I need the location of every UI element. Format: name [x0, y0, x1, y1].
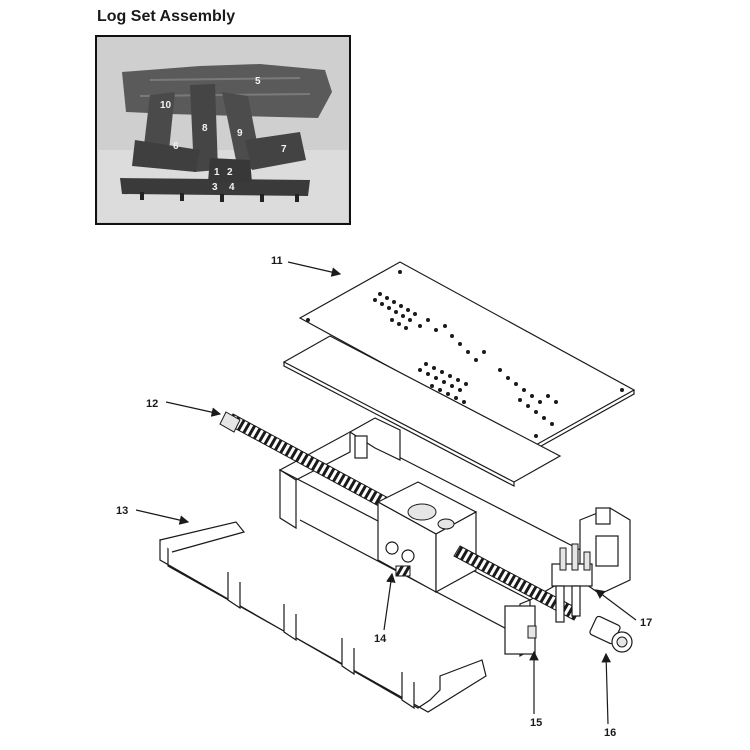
- part-11-top-plate: [298, 261, 636, 452]
- callout-11: 11: [271, 255, 283, 267]
- part-13-log-grate: [159, 521, 487, 713]
- photo-label-10: 10: [160, 100, 172, 111]
- callout-15: 15: [530, 717, 542, 729]
- leader-12: [165, 401, 222, 417]
- callout-16: 16: [604, 727, 616, 739]
- callout-13: 13: [116, 505, 128, 517]
- callouts: 11 12 13 14 15 16 17: [116, 255, 652, 739]
- photo-label-3: 3: [212, 182, 218, 193]
- photo-label-5: 5: [255, 76, 261, 87]
- leader-11: [287, 261, 342, 277]
- page-title: Log Set Assembly: [97, 8, 236, 25]
- gas-valve: [376, 481, 478, 594]
- log-set-photo: [95, 35, 351, 225]
- photo-label-7: 7: [281, 144, 287, 155]
- leader-13: [135, 509, 190, 525]
- ember-plate: [282, 335, 562, 487]
- photo-label-9: 9: [237, 128, 243, 139]
- callout-17: 17: [640, 617, 652, 629]
- leader-14: [383, 572, 396, 631]
- photo-label-1: 1: [214, 167, 220, 178]
- callout-14: 14: [374, 633, 387, 645]
- callout-12: 12: [146, 398, 158, 410]
- part-17-pilot-assembly: [551, 543, 593, 623]
- burner-pipe: [453, 545, 581, 621]
- plate-perforations: [306, 270, 624, 438]
- leader-16: [601, 652, 612, 725]
- photo-label-6: 6: [173, 141, 179, 152]
- photo-label-2: 2: [227, 167, 233, 178]
- part-16-regulator: [589, 615, 633, 653]
- photo-label-8: 8: [202, 123, 208, 134]
- photo-label-4: 4: [229, 182, 235, 193]
- leader-17: [595, 589, 637, 621]
- photo-labels: 1 2 3 4 5 6 7 8 9 10: [160, 76, 287, 193]
